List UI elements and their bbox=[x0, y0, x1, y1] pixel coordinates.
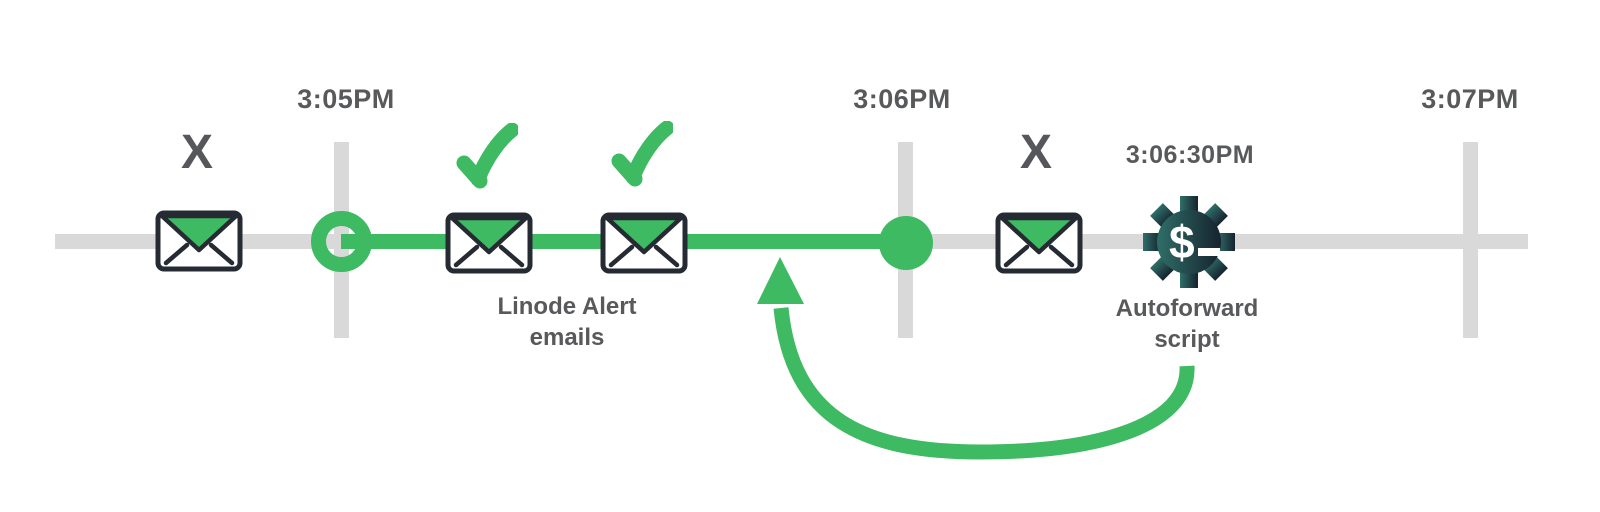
time-label-3-07pm: 3:07PM bbox=[1421, 84, 1519, 114]
loop-arrow bbox=[757, 257, 1195, 460]
linode-alert-caption: Linode Alert emails bbox=[417, 291, 717, 353]
email-icon bbox=[995, 212, 1083, 274]
gear-icon: $ bbox=[1143, 196, 1235, 288]
gear-cursor-underscore bbox=[1198, 248, 1220, 256]
check-icon bbox=[611, 121, 673, 187]
time-label-3-06-30pm: 3:06:30PM bbox=[1125, 141, 1255, 169]
segment-end-dot bbox=[879, 216, 933, 270]
autoforward-caption: Autoforward script bbox=[1037, 293, 1337, 355]
x-mark: X bbox=[1019, 126, 1052, 179]
x-mark: X bbox=[180, 126, 213, 179]
loop-arrowhead bbox=[757, 257, 804, 304]
tick-3-07pm bbox=[1463, 142, 1478, 338]
autoforward-caption-line2: script bbox=[1154, 326, 1220, 353]
time-label-3-06pm: 3:06PM bbox=[853, 84, 951, 114]
time-label-3-05pm: 3:05PM bbox=[297, 84, 395, 114]
segment-start-ring bbox=[311, 211, 372, 272]
email-icon bbox=[445, 212, 533, 274]
linode-caption-line1: Linode Alert bbox=[497, 293, 637, 320]
gear-prompt-glyph: $ bbox=[1169, 216, 1195, 268]
autoforward-caption-line1: Autoforward bbox=[1115, 295, 1259, 322]
email-icon bbox=[155, 210, 243, 272]
check-icon bbox=[456, 123, 518, 189]
linode-caption-line2: emails bbox=[529, 324, 605, 351]
email-icon bbox=[600, 212, 688, 274]
